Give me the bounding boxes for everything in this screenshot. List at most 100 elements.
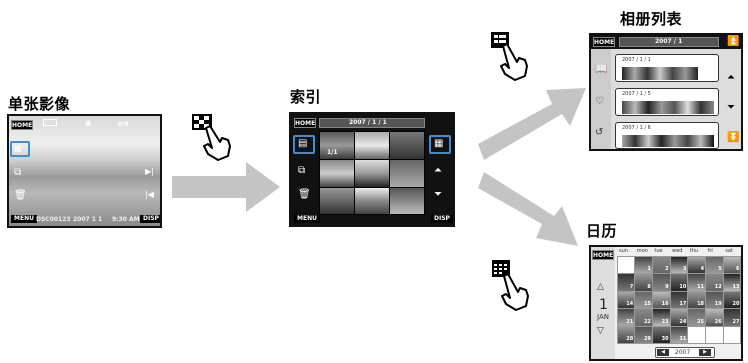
album-entry[interactable]: 2007 / 1 / 6 xyxy=(615,122,719,149)
calendar-date: 18 xyxy=(697,301,705,308)
calendar-cell[interactable]: 16 xyxy=(652,291,670,309)
calendar-cell[interactable]: 7 xyxy=(617,274,635,291)
scroll-top-icon[interactable]: ⏫ xyxy=(727,36,740,47)
pointing-hand-icon xyxy=(501,273,529,311)
calendar-date: 12 xyxy=(714,283,722,290)
checkerboard-icon[interactable]: ▦ xyxy=(14,144,22,153)
capture-date: 2007 1 1 xyxy=(73,216,103,223)
calendar-cell[interactable]: 3 xyxy=(670,256,688,274)
calendar-cell[interactable]: 23 xyxy=(652,309,670,326)
previous-icon[interactable]: |◀ xyxy=(145,190,154,199)
calendar-cell[interactable]: 29 xyxy=(635,326,652,344)
album-date-bar xyxy=(619,37,719,47)
scroll-up-icon[interactable]: ⏶ xyxy=(434,165,442,176)
calendar-cell[interactable]: 1 xyxy=(635,256,652,274)
calendar-cell[interactable]: 17 xyxy=(670,291,688,309)
thumbnail[interactable] xyxy=(320,188,354,214)
thumbnail[interactable] xyxy=(390,188,424,214)
calendar-cell[interactable]: 2 xyxy=(652,256,670,274)
album-entry[interactable]: 2007 / 1 / 5 xyxy=(615,88,719,116)
album-thumbstrip xyxy=(622,67,698,80)
scroll-up-icon[interactable]: ⏶ xyxy=(727,72,735,83)
calendar-date: 30 xyxy=(661,336,669,343)
pointing-hand-icon xyxy=(500,43,528,81)
calendar-cell[interactable]: 9 xyxy=(652,274,670,291)
index-screen: HOME 2007 / 1 / 1 ▤ ⧉ 🗑 1/1 ▦ ⏶ ⏷ MENU D… xyxy=(289,112,455,227)
calendar-cell[interactable]: 31 xyxy=(670,326,688,344)
home-button[interactable]: HOME xyxy=(593,37,615,47)
calendar-cell[interactable] xyxy=(706,326,723,344)
prev-year-button[interactable]: ◀ xyxy=(657,349,669,356)
calendar-cell[interactable]: 24 xyxy=(670,309,688,326)
calendar-cell[interactable]: 13 xyxy=(723,274,741,291)
album-entry[interactable]: 2007 / 1 / 1 xyxy=(615,54,719,82)
slideshow-icon[interactable]: ⧉ xyxy=(298,165,306,176)
home-button[interactable]: HOME xyxy=(294,118,316,128)
beach-photo xyxy=(9,116,160,226)
album-date: 2007 / 1 xyxy=(655,38,683,45)
calendar-cell[interactable]: 20 xyxy=(723,291,741,309)
trash-icon[interactable]: 🗑 xyxy=(14,190,27,201)
month-up-icon[interactable]: △ xyxy=(597,282,604,292)
slideshow-icon[interactable]: ⧉ xyxy=(14,167,22,178)
battery-icon xyxy=(43,119,57,126)
calendar-cell[interactable]: 21 xyxy=(617,309,635,326)
calendar-date: 11 xyxy=(697,283,705,290)
menu-button[interactable]: MENU xyxy=(11,215,37,223)
calendar-cell[interactable] xyxy=(688,326,706,344)
image-counter: 8/8 xyxy=(118,121,129,128)
calendar-cell[interactable]: 22 xyxy=(635,309,652,326)
calendar-cell[interactable]: 27 xyxy=(723,309,741,326)
scroll-bottom-icon[interactable]: ⏬ xyxy=(727,132,740,143)
month-down-icon[interactable]: ▽ xyxy=(597,326,604,336)
rotate-icon[interactable]: ↺ xyxy=(595,127,604,138)
thumbnail[interactable] xyxy=(355,160,389,187)
calendar-mode-highlight xyxy=(429,135,451,154)
calendar-cell[interactable]: 5 xyxy=(706,256,723,274)
calendar-cell[interactable]: 12 xyxy=(706,274,723,291)
calendar-cell[interactable]: 4 xyxy=(688,256,706,274)
disp-button[interactable]: DISP xyxy=(431,215,453,223)
thumbnail[interactable] xyxy=(320,132,354,159)
thumbnail[interactable] xyxy=(355,188,389,214)
calendar-cell[interactable]: 30 xyxy=(652,326,670,344)
calendar-date: 25 xyxy=(697,318,705,325)
album-list-icon[interactable]: ▤ xyxy=(298,138,308,149)
calendar-icon[interactable]: ▦ xyxy=(434,138,444,149)
calendar-cell[interactable]: 10 xyxy=(670,274,688,291)
calendar-cell[interactable]: 11 xyxy=(688,274,706,291)
checkerboard-icon xyxy=(192,114,212,130)
calendar-date: 22 xyxy=(643,318,651,325)
trash-icon[interactable]: 🗑 xyxy=(298,189,311,200)
scroll-down-icon[interactable]: ⏷ xyxy=(727,102,735,113)
favorite-heart-icon[interactable]: ♡ xyxy=(595,96,604,107)
home-button[interactable]: HOME xyxy=(592,250,614,260)
thumbnail[interactable] xyxy=(355,132,389,159)
arrow-to-album-list xyxy=(478,88,586,160)
calendar-cell[interactable]: 8 xyxy=(635,274,652,291)
next-year-button[interactable]: ▶ xyxy=(699,349,711,356)
weekday-label: mon xyxy=(636,248,648,254)
calendar-cell[interactable]: 6 xyxy=(723,256,741,274)
calendar-cell[interactable]: 19 xyxy=(706,291,723,309)
index-heading: 索引 xyxy=(290,88,322,106)
scroll-down-icon[interactable]: ⏷ xyxy=(434,189,442,200)
calendar-date: 2 xyxy=(665,266,669,273)
thumbnail[interactable] xyxy=(320,160,354,187)
calendar-cell[interactable]: 26 xyxy=(706,309,723,326)
calendar-cell[interactable]: 18 xyxy=(688,291,706,309)
calendar-cell[interactable]: 14 xyxy=(617,291,635,309)
calendar-date: 9 xyxy=(665,283,669,290)
calendar-cell[interactable] xyxy=(723,326,741,344)
calendar-cell[interactable]: 25 xyxy=(688,309,706,326)
menu-button[interactable]: MENU xyxy=(294,215,320,223)
next-icon[interactable]: ▶| xyxy=(145,167,154,176)
thumbnail[interactable] xyxy=(390,160,424,187)
disp-button[interactable]: DISP xyxy=(140,215,160,223)
book-icon[interactable]: 📖 xyxy=(595,64,608,75)
calendar-cell[interactable]: 15 xyxy=(635,291,652,309)
calendar-cell[interactable] xyxy=(617,256,635,274)
calendar-cell[interactable]: 28 xyxy=(617,326,635,344)
home-button[interactable]: HOME xyxy=(11,120,33,130)
thumbnail[interactable] xyxy=(390,132,424,159)
